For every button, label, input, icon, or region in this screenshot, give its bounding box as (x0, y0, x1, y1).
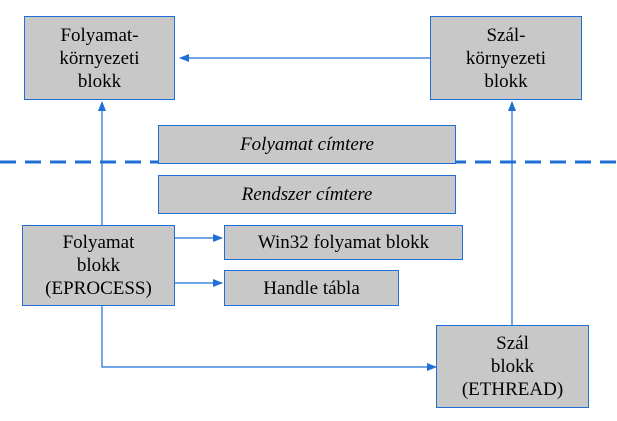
thread-env-line-3: blokk (484, 70, 528, 92)
process-env-line-1: Folyamat- (60, 24, 139, 46)
handle-table-box: Handle tábla (224, 270, 399, 306)
process-block-line-2: blokk (76, 255, 121, 276)
thread-block-line-3: (ETHREAD) (461, 379, 564, 400)
process-env-line-2: környezeti (59, 47, 140, 69)
process-block-line-3: (EPROCESS) (45, 278, 152, 299)
thread-env-line-1: Szál- (486, 24, 526, 46)
handle-table-label: Handle tábla (263, 277, 360, 299)
thread-block-line-2: blokk (490, 356, 535, 377)
system-address-space-box: Rendszer címtere (158, 175, 456, 214)
process-block: Folyamat blokk (EPROCESS) (22, 225, 175, 306)
arrow-process-block-to-thread-block (101, 306, 437, 371)
thread-env-line-2: környezeti (465, 47, 547, 69)
thread-environment-block: Szál- környezeti blokk (430, 16, 582, 100)
process-address-space-label: Folyamat címtere (240, 134, 374, 155)
thread-block-line-1: Szál (496, 333, 529, 354)
process-block-line-1: Folyamat (62, 232, 135, 253)
process-env-line-3: blokk (77, 70, 122, 92)
thread-block: Szál blokk (ETHREAD) (436, 325, 589, 408)
process-address-space-box: Folyamat címtere (158, 125, 456, 164)
win32-process-block: Win32 folyamat blokk (224, 225, 463, 260)
win32-process-block-label: Win32 folyamat blokk (257, 232, 430, 253)
system-address-space-label: Rendszer címtere (241, 184, 373, 205)
process-environment-block: Folyamat- környezeti blokk (24, 16, 175, 100)
